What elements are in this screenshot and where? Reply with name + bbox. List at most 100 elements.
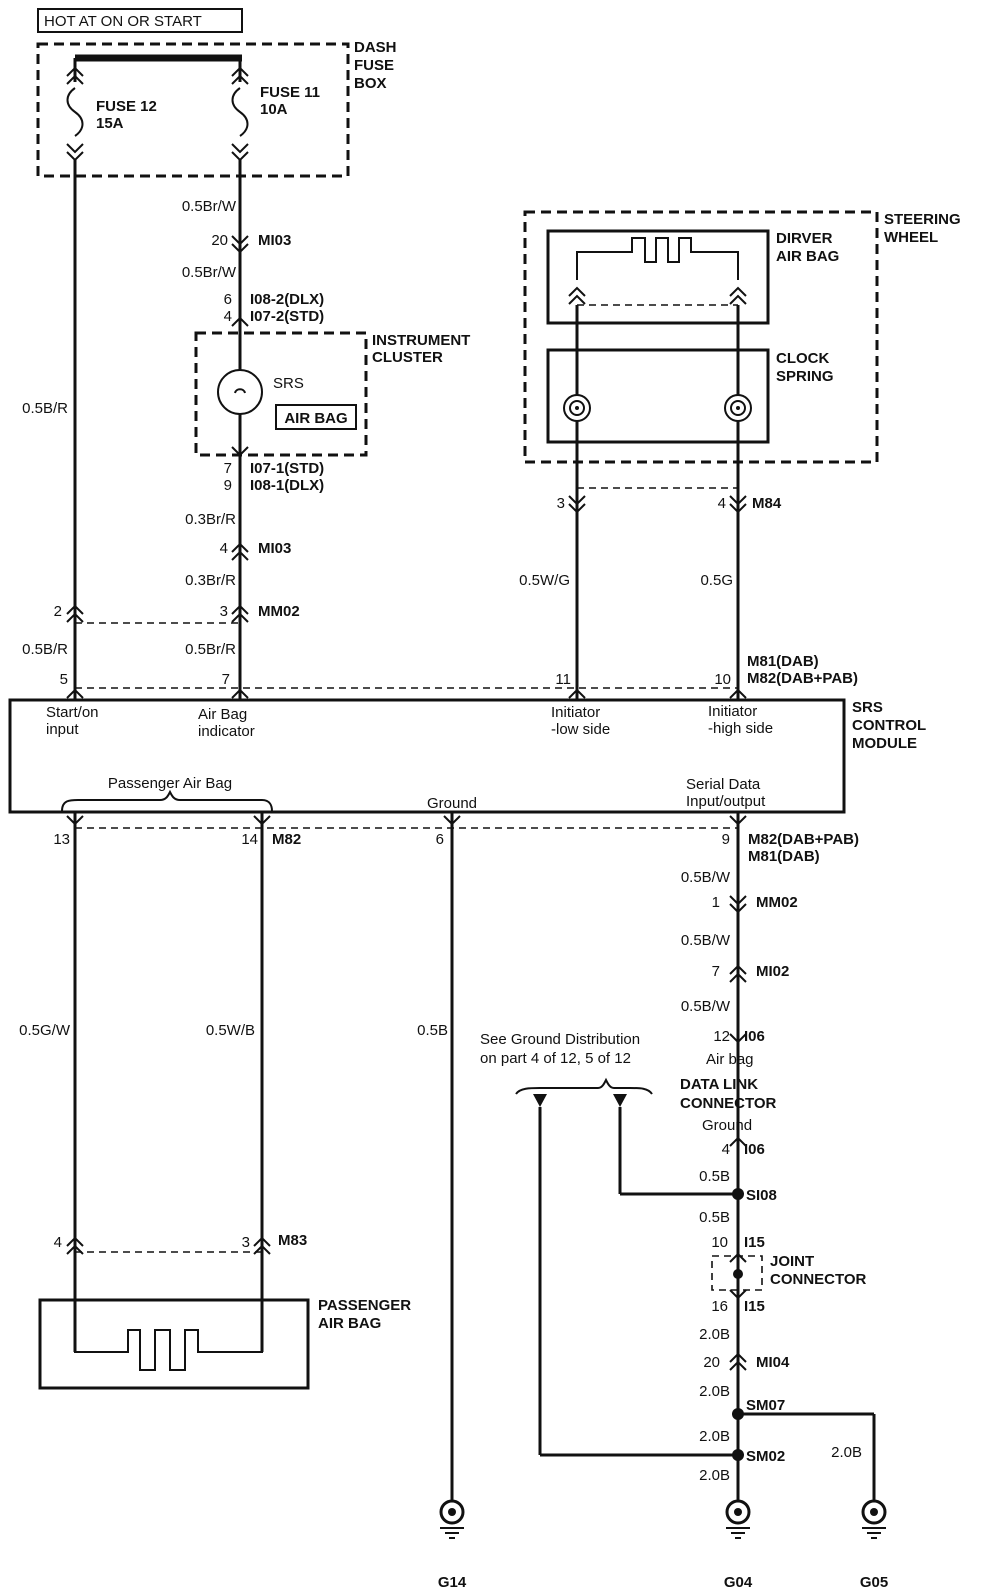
diagram-label: 0.5Br/W — [182, 198, 237, 215]
diagram-label: Air bag — [706, 1051, 754, 1068]
diagram-label: 0.5B — [417, 1022, 448, 1039]
diagram-label: CONNECTOR — [770, 1271, 867, 1288]
diagram-label: JOINT — [770, 1253, 814, 1270]
diagram-label: Start/on — [46, 704, 99, 721]
diagram-label: 20 — [211, 232, 228, 249]
diagram-label: DIRVER — [776, 230, 833, 247]
diagram-label: WHEEL — [884, 229, 938, 246]
joint-connector: JOINT CONNECTOR — [711, 1252, 867, 1300]
diagram-label: Passenger Air Bag — [108, 775, 232, 792]
diagram-label: G04 — [724, 1574, 753, 1591]
diagram-label: 14 — [241, 831, 258, 848]
diagram-label: M81(DAB) — [748, 848, 820, 865]
diagram-label: 2 — [54, 603, 62, 620]
diagram-label: 0.5G — [700, 572, 733, 589]
diagram-label: -high side — [708, 720, 773, 737]
diagram-label: SM02 — [746, 1448, 785, 1465]
diagram-label: 4 — [54, 1234, 62, 1251]
diagram-label: MODULE — [852, 735, 917, 752]
diagram-label: 3 — [557, 495, 565, 512]
diagram-label: MI02 — [756, 963, 789, 980]
diagram-label: 0.5Br/R — [185, 641, 236, 658]
diagram-label: PASSENGER — [318, 1297, 411, 1314]
diagram-label: SI08 — [746, 1187, 777, 1204]
diagram-label: 0.5B/R — [22, 400, 68, 417]
diagram-label: AIR BAG — [776, 248, 839, 265]
diagram-label: 13 — [53, 831, 70, 848]
fuse-12-symbol — [66, 58, 84, 162]
dash-fuse-box: DASH FUSE BOX FUSE 12 15A FUSE 11 10A — [36, 39, 397, 178]
diagram-label: 0.5W/G — [519, 572, 570, 589]
airbag-lamp-label: AIR BAG — [284, 410, 347, 427]
diagram-label: 0.5B/W — [681, 998, 731, 1015]
diagram-label: STEERING — [884, 211, 961, 228]
diagram-label: M84 — [752, 495, 782, 512]
instrument-cluster: INSTRUMENT CLUSTER SRS AIR BAG — [194, 330, 470, 457]
diagram-label: 7 — [224, 460, 232, 477]
diagram-label: 2.0B — [699, 1326, 730, 1343]
diagram-label: CLUSTER — [372, 349, 443, 366]
diagram-label: Initiator — [551, 704, 600, 721]
hot-label-box — [37, 8, 243, 33]
diagram-label: 9 — [722, 831, 730, 848]
diagram-label: CONTROL — [852, 717, 926, 734]
diagram-label: INSTRUMENT — [372, 332, 470, 349]
diagram-label: 10 — [711, 1234, 728, 1251]
diagram-label: SRS — [852, 699, 883, 716]
srs-control-module: SRS CONTROL MODULE Start/on input Air Ba… — [8, 698, 926, 814]
diagram-label: I07-1(STD) — [250, 460, 324, 477]
diagram-label: CLOCK — [776, 350, 829, 367]
diagram-label: 0.5B — [699, 1168, 730, 1185]
diagram-label: 3 — [242, 1234, 250, 1251]
diagram-label: M81(DAB) — [747, 653, 819, 670]
diagram-label: 12 — [713, 1028, 730, 1045]
diagram-label: 1 — [712, 894, 720, 911]
diagram-label: MI04 — [756, 1354, 790, 1371]
diagram-label: 0.5Br/W — [182, 264, 237, 281]
diagram-label: M82(DAB+PAB) — [748, 831, 859, 848]
diagram-label: Serial Data — [686, 776, 761, 793]
diagram-label: 0.5B/R — [22, 641, 68, 658]
diagram-label: 0.3Br/R — [185, 572, 236, 589]
diagram-label: 11 — [555, 671, 571, 688]
passenger-airbag: PASSENGER AIR BAG — [38, 1297, 411, 1390]
diagram-label: 0.5B — [699, 1209, 730, 1226]
diagram-label: CONNECTOR — [680, 1095, 777, 1112]
diagram-label: 2.0B — [699, 1428, 730, 1445]
diagram-label: SM07 — [746, 1397, 785, 1414]
diagram-label: 0.5G/W — [19, 1022, 71, 1039]
steering-wheel: STEERING WHEEL DIRVER AIR BAG CLOCK SPRI… — [523, 210, 961, 464]
diagram-label: 4 — [224, 308, 232, 325]
diagram-label: MM02 — [756, 894, 798, 911]
diagram-label: MI03 — [258, 232, 291, 249]
diagram-label: M82(DAB+PAB) — [747, 670, 858, 687]
connector-mi03-symbol — [231, 235, 249, 254]
diagram-label: I15 — [744, 1234, 765, 1251]
diagram-label: DATA LINK — [680, 1076, 758, 1093]
diagram-label: 0.5W/B — [206, 1022, 255, 1039]
diagram-label: G14 — [438, 1574, 467, 1591]
diagram-label: Ground — [427, 795, 477, 812]
ground-g04-icon — [725, 1499, 751, 1539]
diagram-label: -low side — [551, 721, 610, 738]
diagram-label: MI03 — [258, 540, 291, 557]
diagram-label: I08-1(DLX) — [250, 477, 324, 494]
splice-sm02 — [732, 1449, 744, 1461]
diagram-label: 20 — [703, 1354, 720, 1371]
diagram-label: SPRING — [776, 368, 834, 385]
diagram-label: See Ground Distribution — [480, 1031, 640, 1048]
diagram-label: 4 — [220, 540, 228, 557]
diagram-label: 6 — [436, 831, 444, 848]
diagram-label: DASH — [354, 39, 397, 56]
diagram-label: 7 — [222, 671, 230, 688]
diagram-label: Initiator — [708, 703, 757, 720]
fuse-12-rating: 15A — [96, 115, 124, 132]
diagram-label: 2.0B — [831, 1444, 862, 1461]
diagram-label: Air Bag — [198, 706, 247, 723]
diagram-label: 5 — [60, 671, 68, 688]
diagram-label: 3 — [220, 603, 228, 620]
diagram-label: 0.5B/W — [681, 869, 731, 886]
diagram-label: I08-2(DLX) — [250, 291, 324, 308]
diagram-label: I07-2(STD) — [250, 308, 324, 325]
